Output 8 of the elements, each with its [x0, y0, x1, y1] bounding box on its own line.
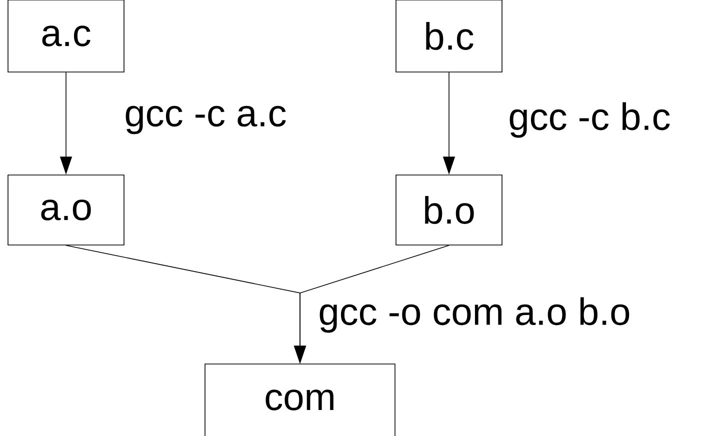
file-box: b.c: [396, 0, 502, 72]
command-label: gcc -c a.c: [126, 106, 286, 134]
file-box: com: [204, 364, 396, 436]
command-label: gcc -o com a.o b.o: [320, 297, 630, 333]
file-box: a.c: [8, 0, 124, 72]
command-label: gcc -c b.c: [510, 102, 670, 138]
file-box: b.o: [396, 174, 502, 246]
file-box: a.o: [8, 174, 124, 246]
